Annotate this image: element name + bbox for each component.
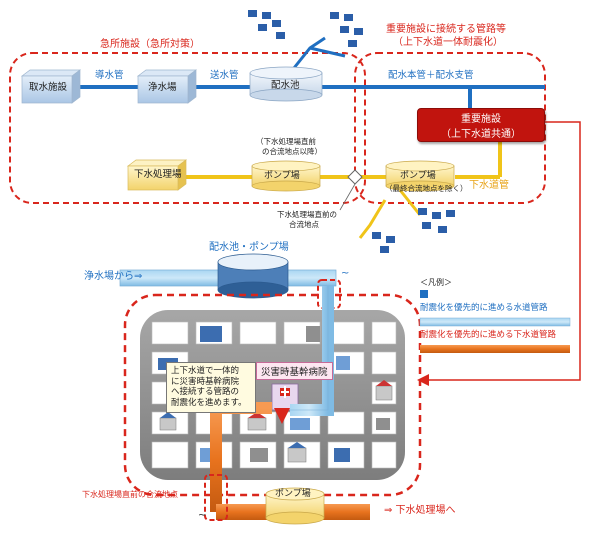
tilde-left: ~ xyxy=(198,510,207,521)
sewage-plant-label: 下水処理場 xyxy=(134,169,182,180)
legend-sewer-swatch xyxy=(420,345,570,353)
emergency-facility-region xyxy=(9,52,366,204)
distribution-reservoir-tank xyxy=(249,66,323,102)
intake-facility-box xyxy=(20,69,82,104)
pump-station-bottom-label: ポンプ場 xyxy=(275,489,311,499)
legend-title: ＜凡例＞ xyxy=(420,278,452,287)
emergency-facility-title: 急所施設（急所対策） xyxy=(100,39,200,50)
pump-station-right-tank xyxy=(385,160,455,192)
pump-station-left-tank xyxy=(251,160,321,192)
distribution-reservoir-label: 配水池 xyxy=(271,80,300,91)
intake-facility-label: 取水施設 xyxy=(29,82,68,93)
hospital-label: 災害時基幹病院 xyxy=(256,362,333,380)
purification-plant-box xyxy=(136,69,198,104)
pump-station-left-label: ポンプ場 xyxy=(264,171,300,181)
merge-point-bottom-label: 下水処理場直前の合流地点 xyxy=(82,490,178,499)
important-pipe-title-line2: （上下水道一体耐震化） xyxy=(393,37,503,48)
city-buildings xyxy=(158,326,393,463)
reservoir-pump-title: 配水池・ポンプ場 xyxy=(209,242,289,253)
note-before-merge-line1: （下水処理場直前 xyxy=(256,137,316,146)
legend-sewer-label: 耐震化を優先的に進める下水道管路 xyxy=(420,330,557,340)
callout-line2: に災害時基幹病院 xyxy=(171,376,240,387)
important-pipe-title-line1: 重要施設に接続する管路等 xyxy=(386,24,506,35)
important-facility-box: 重要施設 （上下水道共通） xyxy=(417,108,545,142)
note-before-merge-line2: の合流地点以降） xyxy=(262,147,322,156)
sewer-line-to-houses xyxy=(398,189,422,216)
house-cluster-bottom-right xyxy=(372,208,455,253)
conveyance-pipe-label: 導水管 xyxy=(95,70,124,81)
sewage-plant-box xyxy=(126,159,188,191)
pump-station-right-label: ポンプ場 xyxy=(400,171,436,181)
distribution-pipes-label: 配水本管＋配水支管 xyxy=(388,70,474,81)
merge-point-leader xyxy=(339,183,356,211)
tilde-right: ~ xyxy=(341,268,350,279)
merge-point-diamond xyxy=(347,169,363,185)
pipe-inlet-dashed xyxy=(317,279,341,309)
callout-line3: へ接続する管路の xyxy=(171,387,240,398)
legend-bullet xyxy=(420,290,428,298)
link-arrow xyxy=(417,121,581,386)
note-excluding-merge: （最終合流地点を除く） xyxy=(385,184,468,193)
callout-line4: 耐震化を進めます。 xyxy=(171,397,247,408)
from-purification-label: 浄水場から⇒ xyxy=(84,271,143,282)
water-pipe-city-outline xyxy=(290,286,329,411)
pipe-to-houses-top-2 xyxy=(309,46,346,58)
transmission-pipe-label: 送水管 xyxy=(210,70,239,81)
to-sewage-plant-label: ⇒ 下水処理場へ xyxy=(384,505,456,516)
important-facility-line1: 重要施設 xyxy=(461,114,501,125)
house-cluster-top-left xyxy=(248,10,285,39)
reservoir-pump-tank xyxy=(217,253,289,299)
house-cluster-top-right xyxy=(330,12,363,47)
important-facility-line2: （上下水道共通） xyxy=(441,129,521,140)
important-pipe-region xyxy=(354,52,546,204)
sewer-line-to-houses-2 xyxy=(358,199,387,239)
sewer-pipe-label: 下水道管 xyxy=(469,180,509,191)
legend-water-label: 耐震化を優先的に進める水道管路 xyxy=(420,303,548,313)
callout-box: 上下水道で一体的 に災害時基幹病院 へ接続する管路の 耐震化を進めます。 xyxy=(166,362,256,413)
legend-water-swatch xyxy=(419,317,571,327)
pump-station-bottom-tank xyxy=(265,487,325,525)
callout-line1: 上下水道で一体的 xyxy=(171,366,240,376)
city-dashed-region xyxy=(123,293,422,497)
merge-point-label-line1: 下水処理場直前の xyxy=(277,210,337,219)
purification-plant-label: 浄水場 xyxy=(148,82,177,93)
merge-point-label-line2: 合流地点 xyxy=(289,220,319,229)
